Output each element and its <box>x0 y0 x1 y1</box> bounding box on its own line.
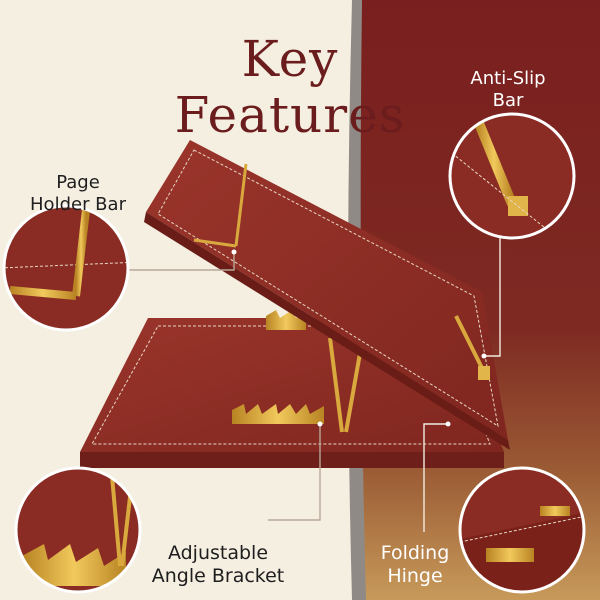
label-page-holder-bar: Page Holder Bar <box>8 172 148 216</box>
support-legs <box>328 337 364 433</box>
label-line: Hinge <box>387 565 443 587</box>
label-anti-slip-bar: Anti-Slip Bar <box>438 68 578 112</box>
label-line: Page <box>56 172 100 193</box>
zoom-page-holder <box>2 204 130 332</box>
connector-dots <box>231 249 487 427</box>
label-folding-hinge: Folding Hinge <box>360 542 470 588</box>
label-line: Angle Bracket <box>151 565 285 587</box>
label-adjustable-angle-bracket: Adjustable Angle Bracket <box>138 542 298 588</box>
connector-lines <box>128 238 501 532</box>
top-board <box>144 140 510 450</box>
zoom-anti-slip <box>448 112 576 240</box>
title-line-2: Features <box>174 86 406 145</box>
page-title: Key Features <box>150 31 430 143</box>
label-line: Anti-Slip <box>470 68 546 89</box>
title-line-1: Key <box>241 30 339 89</box>
zoom-bracket <box>14 466 142 594</box>
label-line: Folding <box>380 542 450 564</box>
zoom-hinge <box>458 466 586 594</box>
label-line: Adjustable <box>167 542 269 564</box>
label-line: Holder Bar <box>30 194 126 215</box>
label-line: Bar <box>492 90 524 111</box>
bracket-shape <box>232 310 324 424</box>
